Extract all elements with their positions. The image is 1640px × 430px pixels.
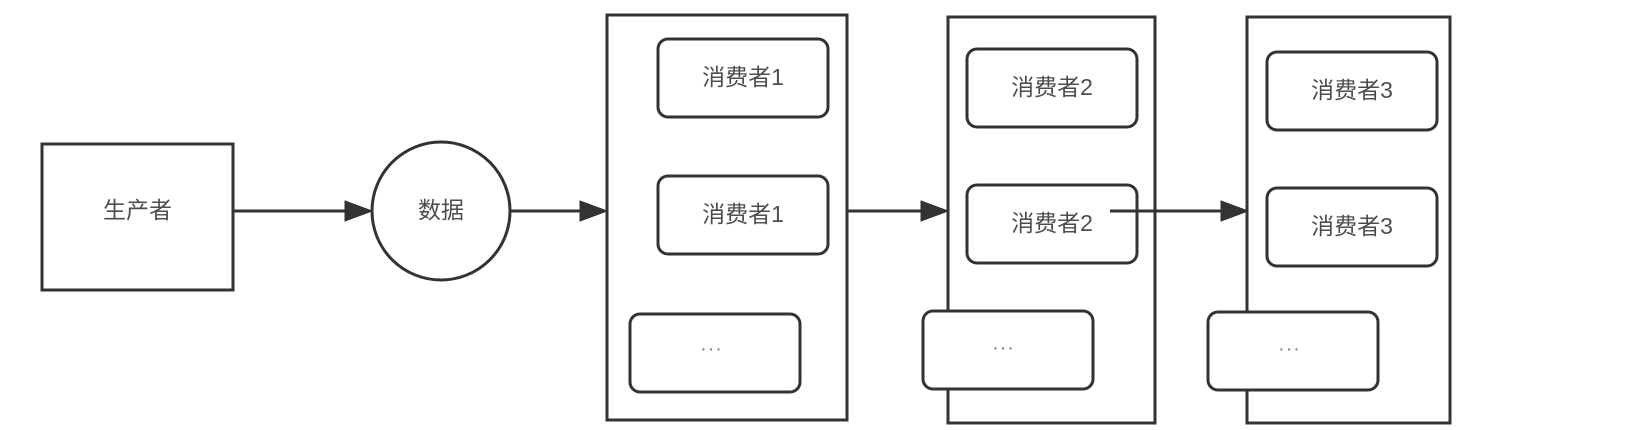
edge-data-to-group-1	[510, 200, 609, 222]
consumer-group-3[interactable]: 消费者3 消费者3 ...	[1206, 15, 1452, 425]
consumer-ellipsis-box[interactable]	[1206, 310, 1380, 392]
consumer-group-2[interactable]: 消费者2 消费者2 ...	[921, 15, 1157, 425]
consumer-label: 消费者1	[702, 201, 784, 227]
producer-label: 生产者	[103, 197, 172, 223]
data-node[interactable]: 数据	[370, 140, 512, 282]
consumer-group-1-member-2[interactable]: 消费者1	[656, 174, 830, 256]
edge-group-1-to-group-2	[847, 200, 950, 222]
data-label: 数据	[418, 197, 464, 223]
edge-group-2-to-group-3	[1110, 200, 1250, 222]
consumer-box[interactable]	[656, 37, 830, 119]
consumer-ellipsis-box[interactable]	[628, 312, 802, 394]
consumer-ellipsis-label: ...	[993, 332, 1016, 354]
arrowhead-group2-group3	[1220, 200, 1250, 222]
arrowhead-data-group1	[579, 200, 609, 222]
arrowhead-group1-group2	[920, 200, 950, 222]
consumer-group-1[interactable]: 消费者1 消费者1 ...	[605, 13, 849, 422]
consumer-ellipsis-label: ...	[701, 333, 724, 355]
consumer-group-2-member-1[interactable]: 消费者2	[965, 47, 1139, 129]
producer-box[interactable]	[40, 142, 235, 292]
consumer-box[interactable]	[965, 183, 1139, 265]
consumer-ellipsis-label: ...	[1279, 333, 1302, 355]
consumer-label: 消费者2	[1011, 210, 1093, 236]
consumer-box[interactable]	[656, 174, 830, 256]
edge-producer-to-data	[233, 200, 374, 222]
consumer-label: 消费者3	[1311, 213, 1393, 239]
consumer-group-1-member-3[interactable]: ...	[628, 312, 802, 394]
consumer-group-3-member-2[interactable]: 消费者3	[1265, 186, 1439, 268]
consumer-box[interactable]	[1265, 50, 1439, 132]
consumer-ellipsis-box[interactable]	[921, 309, 1095, 391]
arrowhead-producer-data	[344, 200, 374, 222]
consumer-group-3-member-1[interactable]: 消费者3	[1265, 50, 1439, 132]
consumer-label: 消费者2	[1011, 74, 1093, 100]
producer-node[interactable]: 生产者	[40, 142, 235, 292]
consumer-group-1-member-1[interactable]: 消费者1	[656, 37, 830, 119]
consumer-label: 消费者3	[1311, 77, 1393, 103]
consumer-group-3-member-3[interactable]: ...	[1206, 310, 1380, 392]
consumer-group-2-member-2[interactable]: 消费者2	[965, 183, 1139, 265]
consumer-label: 消费者1	[702, 64, 784, 90]
consumer-box[interactable]	[1265, 186, 1439, 268]
consumer-box[interactable]	[965, 47, 1139, 129]
consumer-group-2-member-3[interactable]: ...	[921, 309, 1095, 391]
